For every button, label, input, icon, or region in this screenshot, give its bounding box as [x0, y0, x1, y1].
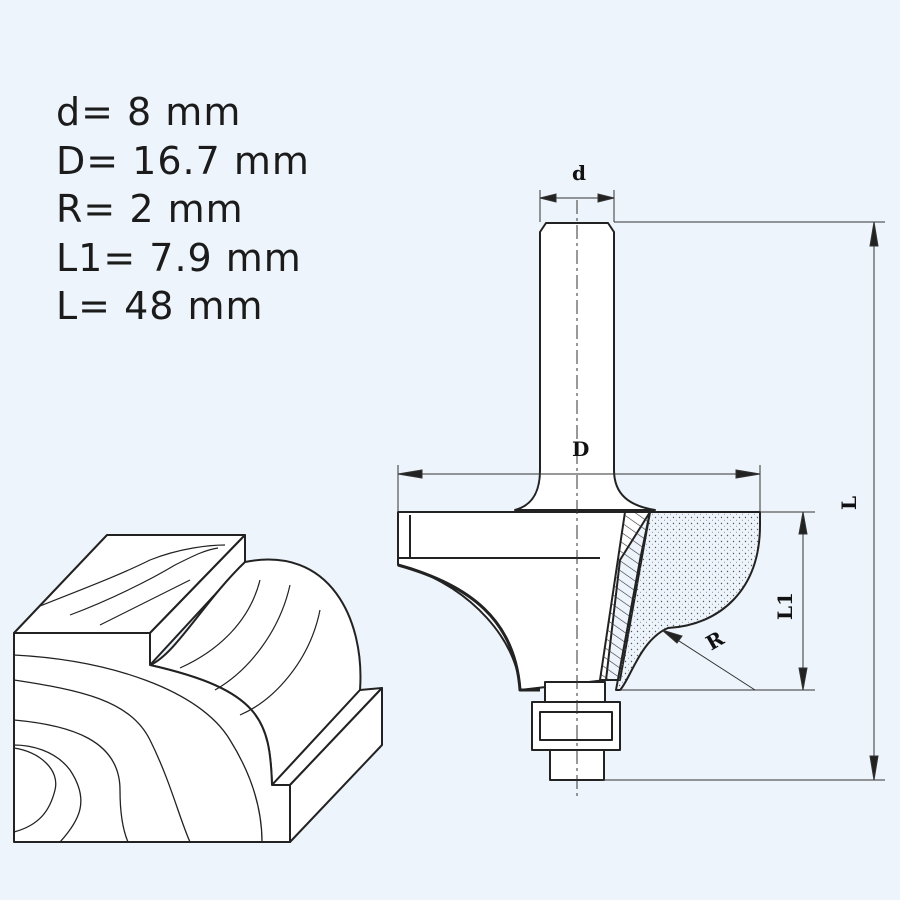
spec-cutting-length: L1= 7.9 mm — [56, 235, 302, 280]
spec-cutting-diameter: D= 16.7 mm — [56, 138, 310, 183]
bit-neck — [544, 681, 606, 703]
spec-total-length: L= 48 mm — [56, 284, 264, 328]
label-R: R — [702, 626, 729, 655]
bearing-outer — [531, 701, 621, 751]
bit-shank — [514, 222, 656, 511]
label-d: d — [572, 161, 586, 185]
profile-dotted-area — [615, 511, 761, 691]
spec-shank-diameter: d= 8 mm — [56, 90, 242, 134]
router-bit — [397, 222, 761, 781]
spec-radius: R= 2 mm — [56, 187, 244, 231]
bit-cutting-edge — [397, 563, 540, 692]
spec-list: d= 8 mm D= 16.7 mm R= 2 mm L1= 7.9 mm L=… — [56, 88, 310, 331]
wood-front-face — [13, 632, 291, 843]
dimension-lines — [397, 190, 885, 781]
bit-body-inner — [398, 515, 600, 559]
wood-block-illustration — [13, 534, 383, 843]
label-L: L — [837, 496, 861, 510]
label-L1: L1 — [773, 592, 797, 620]
bearing-inner — [539, 711, 613, 741]
label-D: D — [572, 437, 589, 461]
